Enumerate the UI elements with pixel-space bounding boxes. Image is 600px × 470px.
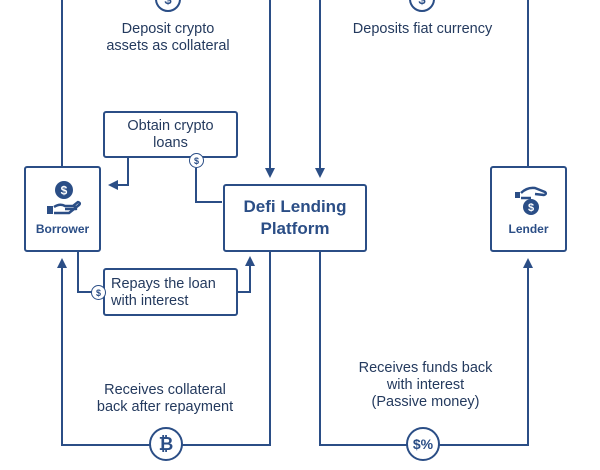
- small-dollar-icon-obtain: $: [189, 153, 204, 168]
- label-deposit-crypto: Deposit crypto assets as collateral: [106, 21, 230, 54]
- repays-loan-box: Repays the loan with interest: [103, 268, 238, 316]
- line-obtain-to-borrower: [108, 157, 129, 190]
- hand-coin-icon: $: [47, 181, 82, 215]
- label-repays-loan: Repays the loan with interest: [111, 276, 216, 309]
- label-receives-collateral: Receives collateral back after repayment: [96, 382, 234, 415]
- line-repay-to-platform: [237, 256, 255, 293]
- svg-text:$: $: [528, 202, 534, 214]
- svg-text:$: $: [61, 184, 68, 198]
- platform-node: Defi Lending Platform: [223, 184, 367, 252]
- obtain-loans-box: Obtain crypto loans: [103, 111, 238, 158]
- dollar-percent-icon: $%: [406, 427, 440, 461]
- borrower-node: $ Borrower: [24, 166, 101, 252]
- label-deposit-fiat: Deposits fiat currency: [352, 21, 493, 37]
- line-funds-return: [319, 252, 533, 446]
- small-dollar-icon-repay: $: [91, 285, 106, 300]
- line-borrower-to-repay: [77, 252, 92, 293]
- label-obtain-loans: Obtain crypto loans: [127, 118, 214, 151]
- bitcoin-icon: ₿: [149, 427, 183, 461]
- giving-hand-coin-icon: $: [515, 186, 548, 215]
- lender-node: $ Lender: [490, 166, 567, 252]
- lender-label: Lender: [508, 222, 549, 236]
- line-platform-to-obtain: [195, 168, 222, 203]
- label-receives-funds: Receives funds back with interest (Passi…: [358, 360, 493, 410]
- borrower-label: Borrower: [35, 222, 90, 236]
